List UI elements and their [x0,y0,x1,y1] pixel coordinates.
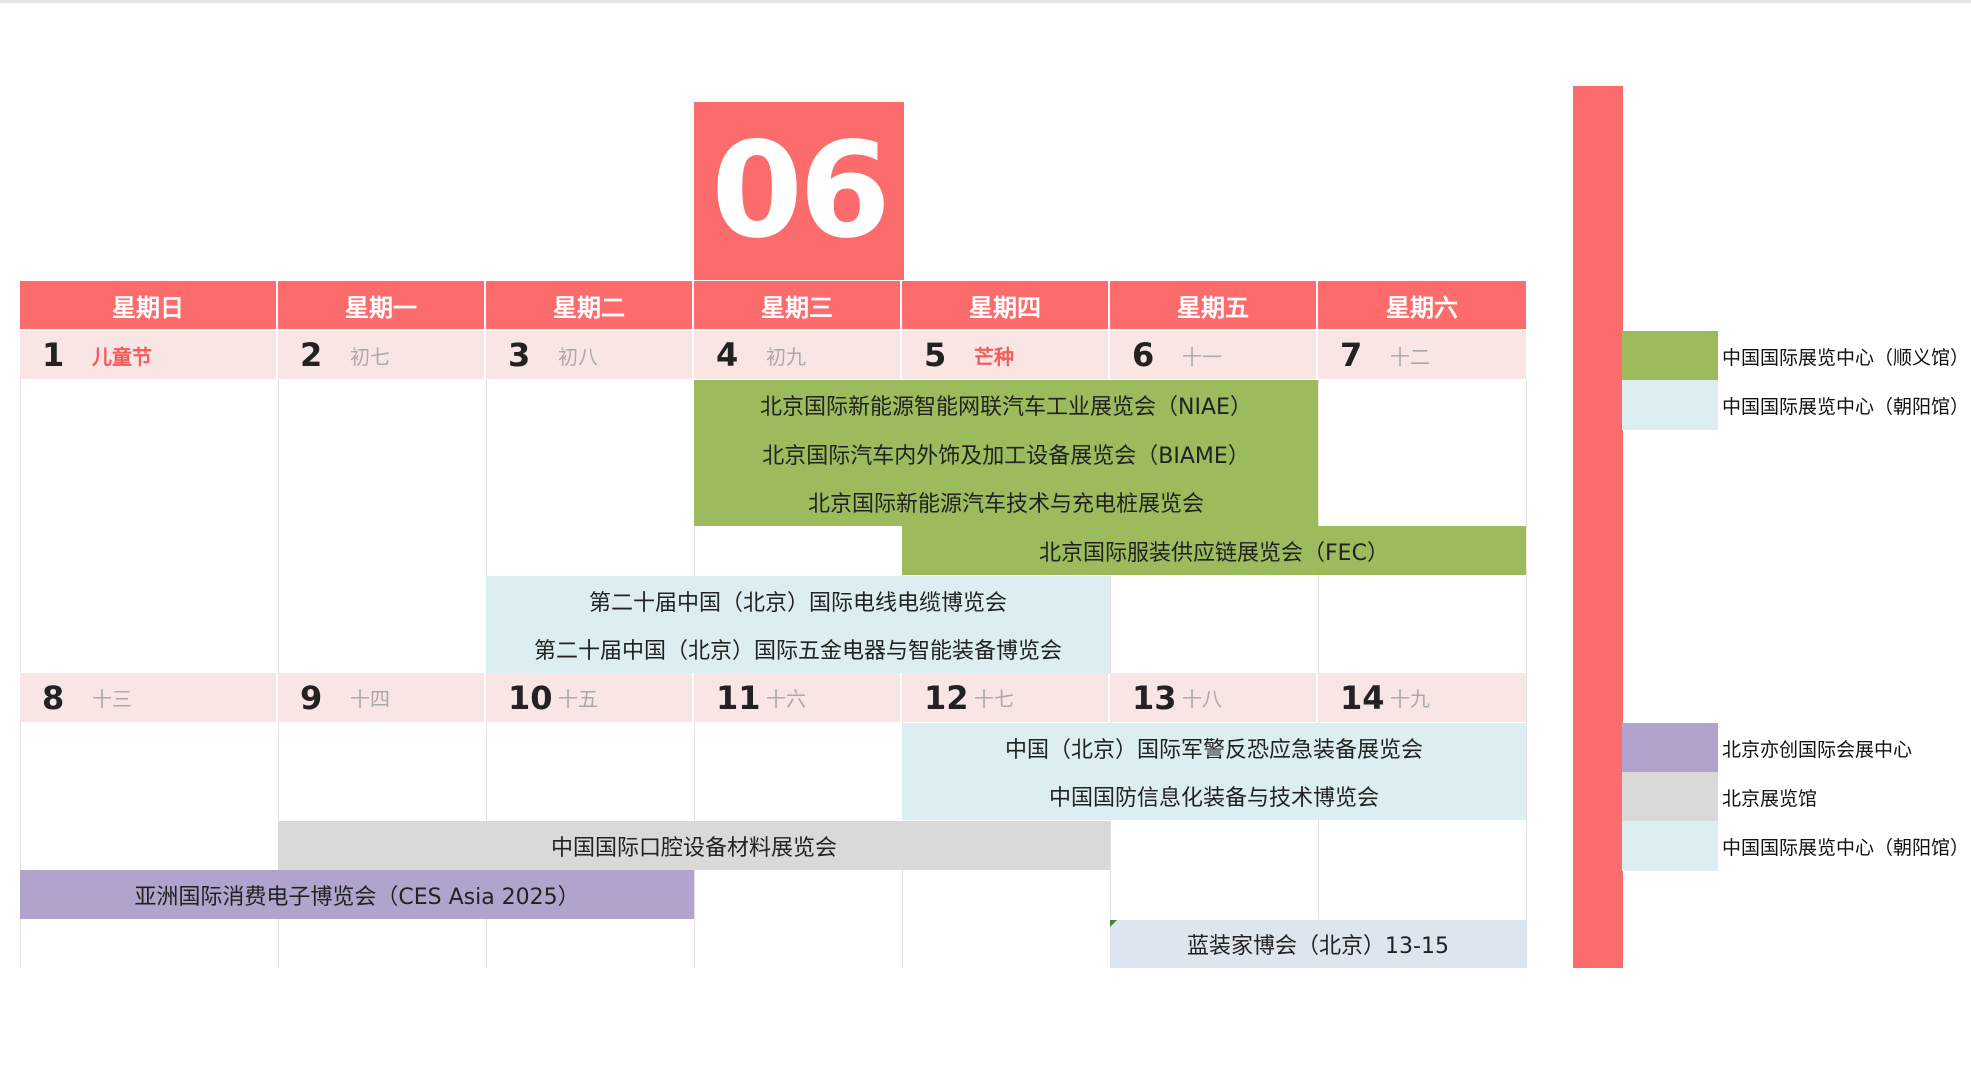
day-cell: 5 芒种 [902,331,1110,379]
grid-line [1526,380,1527,968]
weekday-monday: 星期一 [278,281,486,329]
day-number: 2 [300,336,323,374]
day-cell: 11 十六 [694,673,902,722]
solar-term-label: 芒种 [974,344,1014,369]
day-cell: 8 十三 [20,673,278,722]
day-cell: 10 十五 [486,673,694,722]
legend-swatch [1622,772,1718,822]
holiday-label: 儿童节 [92,344,152,369]
legend-swatch [1622,723,1718,773]
weekday-wednesday: 星期三 [694,281,902,329]
weekday-thursday: 星期四 [902,281,1110,329]
day-number: 7 [1340,336,1363,374]
day-cell: 6 十一 [1110,331,1318,379]
weekday-saturday: 星期六 [1318,281,1526,329]
event-biame[interactable]: 北京国际汽车内外饰及加工设备展览会（BIAME） [694,429,1318,478]
day-cell: 3 初八 [486,331,694,379]
lunar-date: 初八 [558,344,598,369]
lunar-date: 十六 [766,687,806,711]
day-number: 3 [508,336,531,374]
legend-swatch [1622,331,1718,381]
event-decoration[interactable]: 蓝装家博会（北京）13-15 [1110,920,1526,968]
lunar-date: 十八 [1182,687,1222,711]
event-dental[interactable]: 中国国际口腔设备材料展览会 [278,821,1110,870]
day-cell: 13 十八 [1110,673,1318,722]
event-nev-charging[interactable]: 北京国际新能源汽车技术与充电桩展览会 [694,478,1318,526]
day-cell: 9 十四 [278,673,486,722]
weekday-sunday: 星期日 [20,281,278,329]
lunar-date: 十七 [974,687,1014,711]
day-number: 13 [1132,678,1177,717]
day-number: 11 [716,678,761,717]
event-fec[interactable]: 北京国际服装供应链展览会（FEC） [902,526,1526,575]
day-number: 14 [1340,678,1385,717]
legend-label: 北京展览馆 [1722,787,1818,810]
day-cell: 12 十七 [902,673,1110,722]
legend-label: 中国国际展览中心（朝阳馆） [1722,836,1970,859]
legend-bar [1573,86,1623,968]
legend-label: 中国国际展览中心（顺义馆） [1722,346,1970,369]
event-wire-cable[interactable]: 第二十届中国（北京）国际电线电缆博览会 [486,576,1110,625]
lunar-date: 初九 [766,344,806,369]
day-cell: 14 十九 [1318,673,1526,722]
day-number: 12 [924,678,969,717]
event-hardware[interactable]: 第二十届中国（北京）国际五金电器与智能装备博览会 [486,625,1110,673]
day-cell: 1 儿童节 [20,331,278,379]
legend-swatch [1622,821,1718,871]
day-number: 10 [508,678,553,717]
day-number: 8 [42,678,65,717]
lunar-date: 十二 [1390,344,1430,369]
lunar-date: 十九 [1390,687,1430,711]
day-cell: 4 初九 [694,331,902,379]
weekday-friday: 星期五 [1110,281,1318,329]
lunar-date: 十一 [1182,344,1222,369]
event-police[interactable]: 中国（北京）国际军警反恐应急装备展览会 [902,723,1526,772]
day-number: 6 [1132,336,1155,374]
day-number: 9 [300,678,323,717]
lunar-date: 十四 [350,687,390,711]
month-number: 06 [711,114,891,268]
event-defense-it[interactable]: 中国国防信息化装备与技术博览会 [902,772,1526,820]
event-niae[interactable]: 北京国际新能源智能网联汽车工业展览会（NIAE） [694,380,1318,429]
top-border [0,0,1971,3]
day-number: 1 [42,336,65,374]
day-cell: 2 初七 [278,331,486,379]
legend-label: 中国国际展览中心（朝阳馆） [1722,395,1970,418]
lunar-date: 初七 [350,344,390,369]
lunar-date: 十三 [92,687,132,711]
day-number: 5 [924,336,947,374]
day-number: 4 [716,336,739,374]
month-badge: 06 [694,102,904,280]
event-ces-asia[interactable]: 亚洲国际消费电子博览会（CES Asia 2025） [20,870,694,919]
cell-marker-icon [1110,920,1117,927]
weekday-tuesday: 星期二 [486,281,694,329]
day-cell: 7 十二 [1318,331,1526,379]
lunar-date: 十五 [558,687,598,711]
legend-swatch [1622,380,1718,430]
legend-label: 北京亦创国际会展中心 [1722,738,1913,761]
